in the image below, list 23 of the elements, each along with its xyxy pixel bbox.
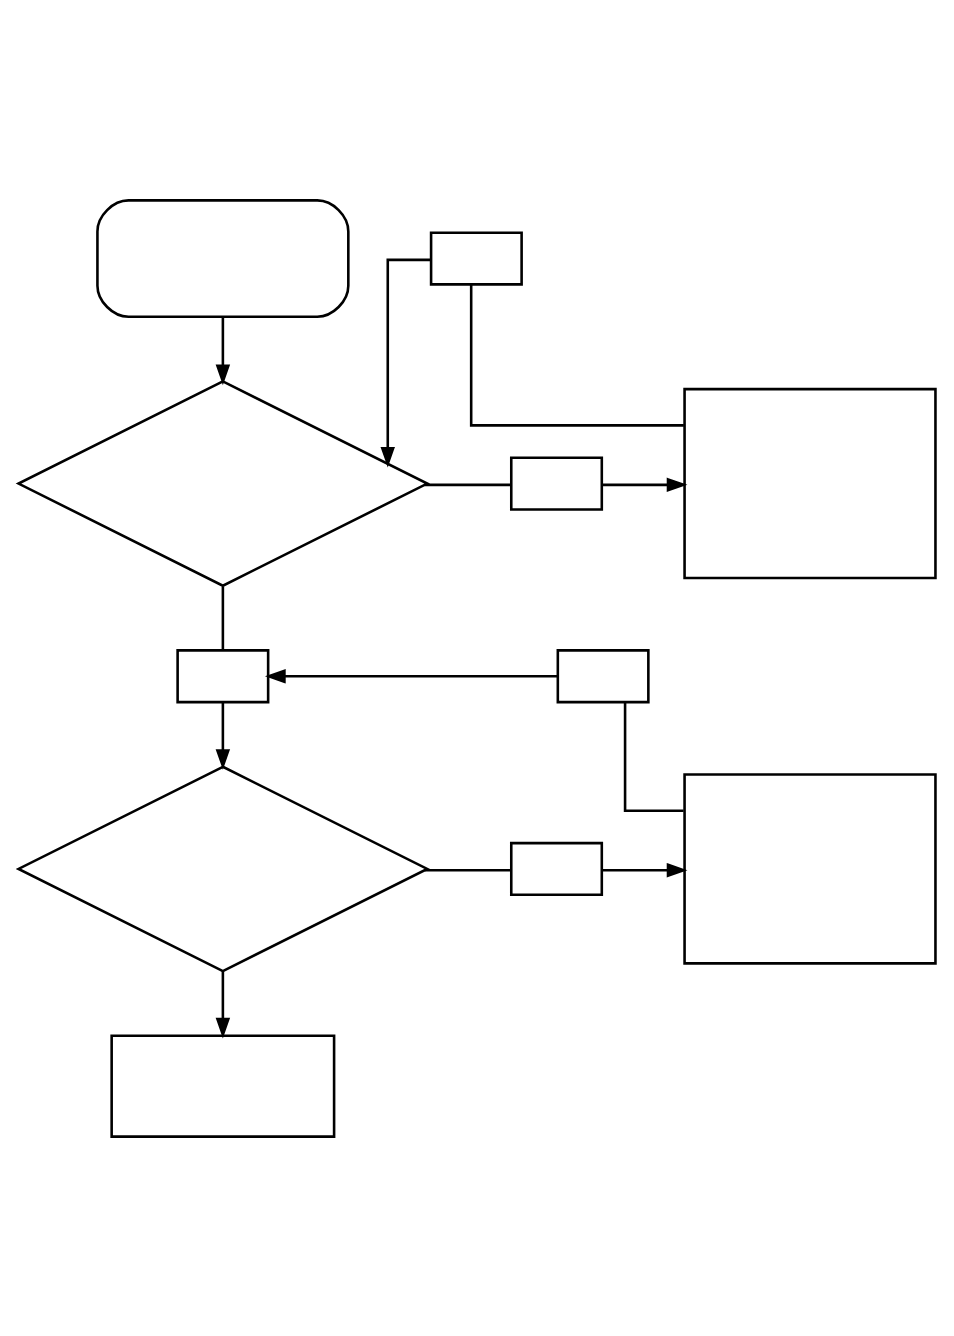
node-box — [509, 841, 604, 896]
node-box — [176, 648, 270, 703]
node-box — [509, 455, 604, 511]
arrow — [601, 862, 688, 877]
connector — [424, 483, 512, 486]
arrow — [264, 668, 558, 683]
arrow — [215, 970, 231, 1039]
node-box — [683, 772, 937, 965]
arrow — [601, 477, 688, 492]
arrow — [380, 258, 431, 468]
node-diamond — [15, 379, 431, 587]
node-box — [683, 387, 937, 579]
connector — [221, 586, 225, 650]
arrow — [215, 317, 231, 385]
node-box — [96, 198, 350, 318]
arrow — [215, 701, 231, 770]
node-box — [429, 230, 523, 286]
connector — [623, 701, 684, 812]
node-diamond — [15, 764, 431, 973]
node-box — [556, 648, 650, 703]
connector — [469, 284, 684, 427]
node-box — [110, 1034, 336, 1138]
connector — [424, 868, 512, 872]
